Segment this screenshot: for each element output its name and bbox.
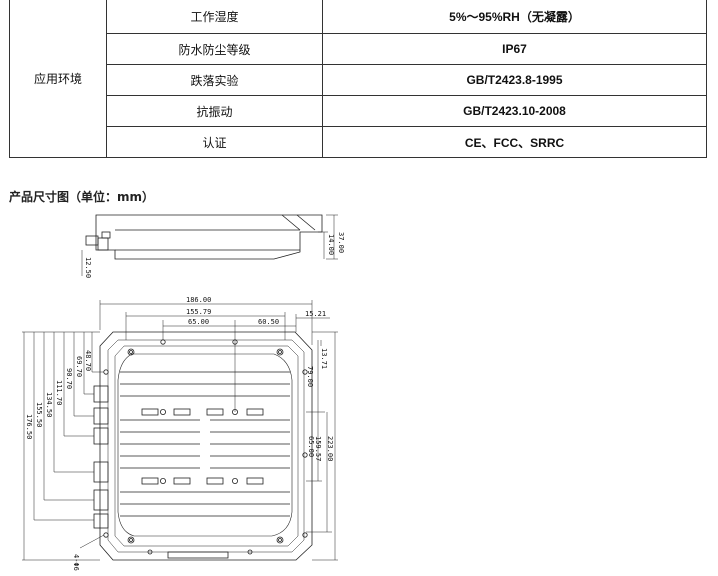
top-view <box>93 331 313 561</box>
side-view <box>81 214 338 276</box>
dim-left-4: 111.70 <box>55 380 63 405</box>
dim-left-6: 155.50 <box>35 402 43 427</box>
dim-width-mount: 155.79 <box>186 308 211 316</box>
spec-name: 认证 <box>106 126 323 158</box>
dim-left-3: 90.70 <box>65 368 73 389</box>
dim-left-5: 134.50 <box>45 392 53 417</box>
dim-top-margin: 13.71 <box>320 348 328 369</box>
spec-row: 防水防尘等级 IP67 <box>10 33 707 65</box>
dim-width-total: 186.00 <box>186 296 211 304</box>
dim-left-hole: 65.00 <box>188 318 209 326</box>
dim-lower-offset: 65.00 <box>307 436 315 457</box>
dim-left-2: 69.70 <box>75 356 83 377</box>
spec-table: 应用环境 工作湿度 5%～95%RH（无凝露） 防水防尘等级 IP67 跌落实验… <box>9 0 707 158</box>
spec-name: 跌落实验 <box>106 64 323 96</box>
dim-hole-spacing: 60.50 <box>258 318 279 326</box>
dim-right-margin: 15.21 <box>305 310 326 318</box>
dim-hole-row: 79.00 <box>306 366 314 387</box>
dim-left-7: 176.50 <box>25 414 33 439</box>
top-dimension-lines <box>22 300 338 561</box>
spec-row: 认证 CE、FCC、SRRC <box>10 126 707 158</box>
dim-hole-span: 159.57 <box>314 436 322 461</box>
spec-row: 应用环境 工作湿度 5%～95%RH（无凝露） <box>9 0 707 158</box>
side-connector-offset: 12.50 <box>84 257 92 278</box>
side-height-total: 37.00 <box>337 232 345 253</box>
spec-value: 5%～95%RH（无凝露） <box>322 0 707 34</box>
spec-name: 抗振动 <box>106 95 323 127</box>
spec-value: GB/T2423.8-1995 <box>322 64 707 96</box>
hole-callout: 4-Φ6 <box>72 554 80 571</box>
spec-row: 跌落实验 GB/T2423.8-1995 <box>10 64 707 96</box>
section-title: 产品尺寸图（单位：mm） <box>9 190 155 204</box>
spec-row: 抗振动 GB/T2423.10-2008 <box>10 95 707 127</box>
dim-left-1: 48.70 <box>84 350 92 371</box>
side-height-body: 14.00 <box>327 234 335 255</box>
spec-value: IP67 <box>322 33 707 65</box>
group-label: 应用环境 <box>9 0 107 158</box>
spec-value: CE、FCC、SRRC <box>322 126 707 158</box>
dim-height-total: 223.00 <box>326 436 334 461</box>
